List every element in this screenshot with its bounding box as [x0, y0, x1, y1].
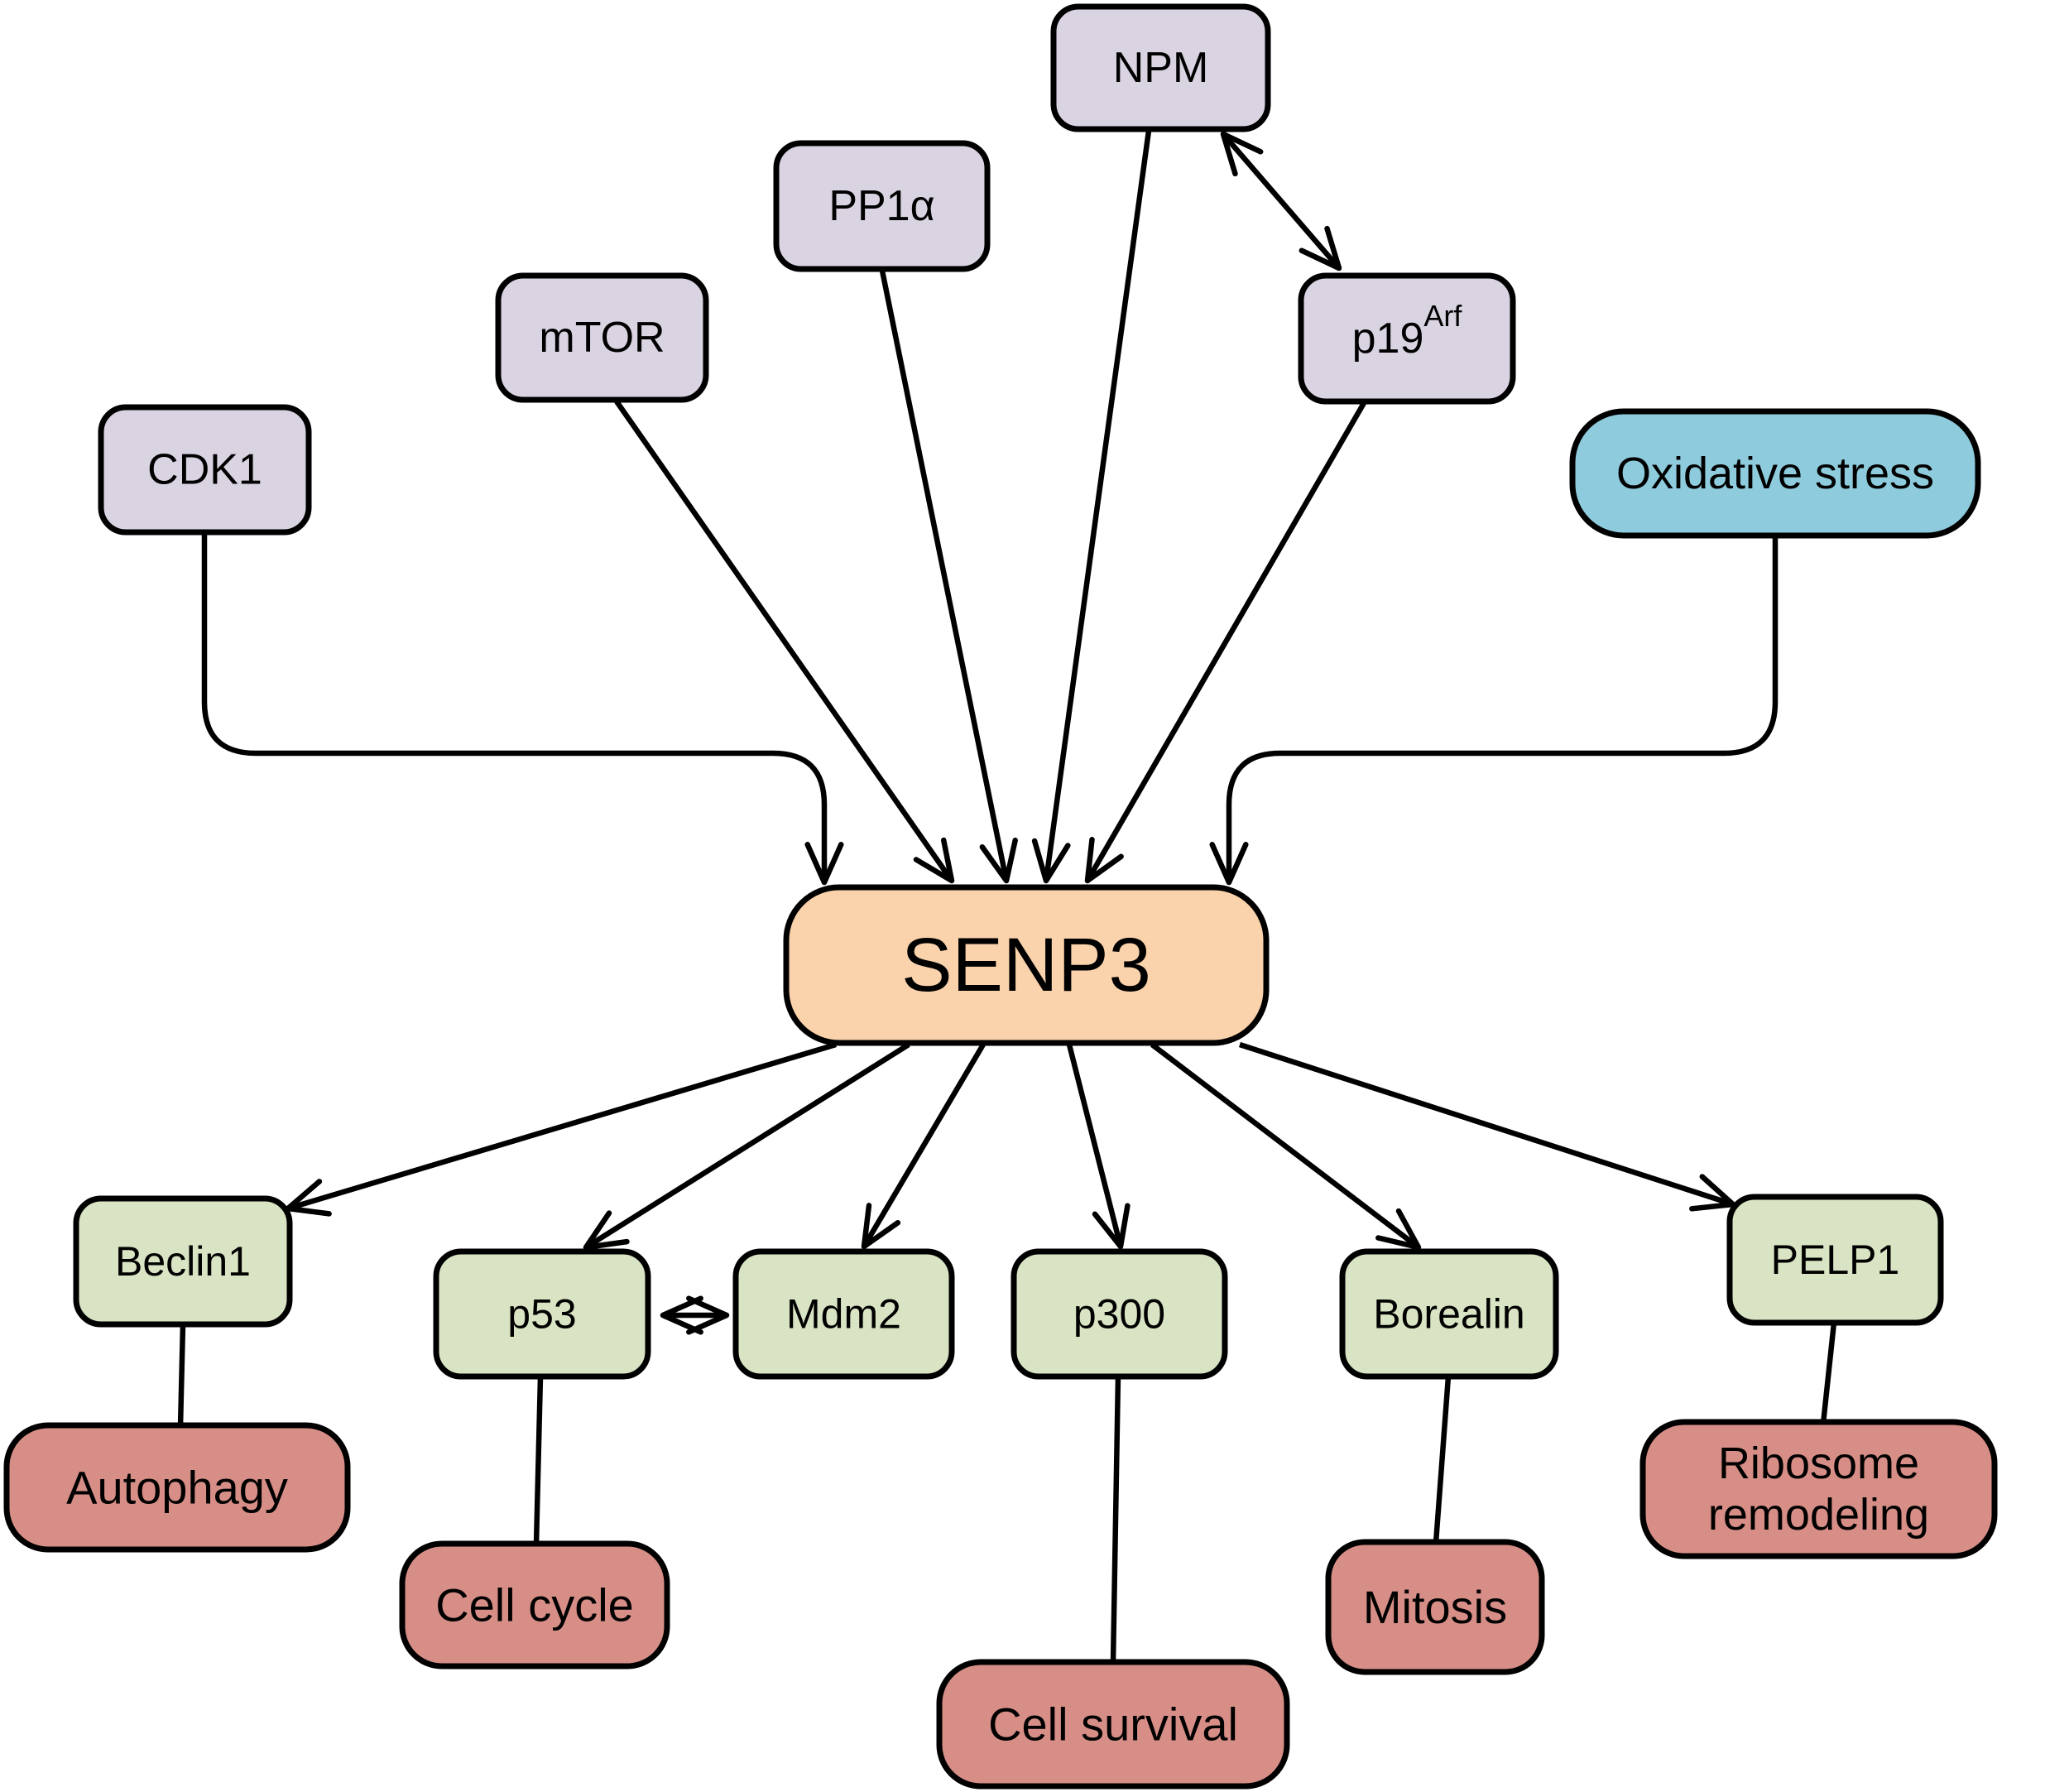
pp1a-box: [773, 140, 991, 272]
p300-label: p300: [1073, 1291, 1165, 1338]
edge-npm-senp3: [1043, 130, 1152, 882]
p19arf-label: p19Arf: [1352, 299, 1463, 363]
cellsurvival-label: Cell survival: [988, 1698, 1238, 1751]
node-p19arf: p19Arf: [1298, 272, 1516, 405]
node-senp3: SENP3: [783, 884, 1270, 1046]
edge-senp3-mdm2: [862, 1043, 986, 1248]
node-borealin: Borealin: [1339, 1248, 1559, 1380]
mdm2-box: [732, 1248, 955, 1380]
node-pelp1: PELP1: [1726, 1194, 1944, 1326]
cellsurvival-box: [936, 1659, 1290, 1790]
node-mitosis: Mitosis: [1325, 1539, 1545, 1675]
arrowhead-icon-senp3-borealin-0: [1375, 1208, 1422, 1251]
arrowhead-icon-oxstress-senp3-0: [1209, 842, 1249, 886]
autophagy-label: Autophagy: [66, 1462, 288, 1514]
edge-beclin1-autophagy: [177, 1324, 186, 1428]
senp3-label: SENP3: [901, 923, 1151, 1007]
borealin-box: [1339, 1248, 1559, 1380]
arrowhead-icon-npm-p19arf-0: [1299, 225, 1342, 271]
node-pp1a: PP1α: [773, 140, 991, 272]
node-cellsurvival: Cell survival: [936, 1659, 1290, 1790]
mtor-box: [495, 272, 709, 403]
arrowhead-icon-p53-mdm2-0: [686, 1295, 730, 1335]
arrowhead-icon-mtor-senp3-0: [913, 837, 955, 884]
arrowhead-icon-p19arf-senp3-0: [1084, 837, 1124, 884]
node-p53: p53: [433, 1248, 651, 1380]
edge-p19arf-senp3: [1085, 401, 1366, 882]
cdk1-box: [98, 404, 312, 536]
pelp1-label: PELP1: [1771, 1237, 1900, 1283]
node-cdk1: CDK1: [98, 404, 312, 536]
edges-layer: [177, 130, 1837, 1665]
edge-senp3-p300: [1066, 1044, 1124, 1247]
p300-box: [1010, 1248, 1228, 1380]
edge-p300-cellsurvival: [1110, 1376, 1121, 1665]
cellcycle-box: [399, 1540, 670, 1669]
autophagy-box: [3, 1422, 351, 1553]
edge-p53-cellcycle: [533, 1376, 544, 1545]
npm-label: NPM: [1113, 44, 1209, 92]
cellcycle-label: Cell cycle: [435, 1579, 634, 1631]
edge-mtor-senp3: [614, 400, 954, 882]
npm-box: [1050, 3, 1271, 132]
pelp1-box: [1726, 1194, 1944, 1326]
edge-pelp1-ribosome: [1820, 1322, 1837, 1424]
node-cellcycle: Cell cycle: [399, 1540, 670, 1669]
edge-borealin-mitosis: [1433, 1376, 1452, 1544]
node-mtor: mTOR: [495, 272, 709, 403]
oxstress-box: [1569, 408, 1981, 539]
arrowhead-icon-pp1a-senp3-0: [979, 837, 1018, 884]
arrowhead-icon-p53-mdm2-1: [660, 1295, 703, 1335]
arrowhead-icon-npm-senp3-0: [1031, 838, 1071, 884]
borealin-label: Borealin: [1373, 1291, 1524, 1338]
arrowhead-icon-senp3-p53-0: [583, 1210, 630, 1251]
beclin1-label: Beclin1: [115, 1238, 251, 1285]
mdm2-label: Mdm2: [786, 1291, 901, 1338]
mitosis-label: Mitosis: [1363, 1581, 1507, 1633]
arrowhead-icon-senp3-mdm2-0: [861, 1203, 901, 1250]
arrowhead-icon-npm-p19arf-1: [1220, 131, 1264, 177]
mitosis-box: [1325, 1539, 1545, 1675]
node-autophagy: Autophagy: [3, 1422, 351, 1553]
senp3-box: [783, 884, 1270, 1046]
node-beclin1: Beclin1: [73, 1195, 293, 1328]
edge-oxstress-senp3: [1226, 536, 1779, 882]
pp1a-label: PP1α: [828, 182, 934, 230]
edge-senp3-pelp1: [1238, 1041, 1735, 1208]
node-p300: p300: [1010, 1248, 1228, 1380]
cdk1-label: CDK1: [147, 446, 262, 494]
node-npm: NPM: [1050, 3, 1271, 132]
mtor-label: mTOR: [539, 314, 665, 362]
edge-npm-p19arf: [1221, 132, 1342, 271]
node-mdm2: Mdm2: [732, 1248, 955, 1380]
edge-senp3-borealin: [1150, 1042, 1420, 1250]
edge-pp1a-senp3: [879, 270, 1010, 882]
arrowhead-icon-cdk1-senp3-0: [804, 842, 844, 886]
p19arf-box: [1298, 272, 1516, 405]
beclin1-box: [73, 1195, 293, 1328]
arrowhead-icon-senp3-p300-0: [1092, 1203, 1131, 1250]
edge-cdk1-senp3: [201, 532, 828, 882]
edge-senp3-p53: [584, 1042, 910, 1250]
p53-box: [433, 1248, 651, 1380]
node-oxstress: Oxidative stress: [1569, 408, 1981, 539]
edge-senp3-beclin1: [287, 1041, 837, 1212]
ribosome-box: [1639, 1419, 1998, 1559]
oxstress-label: Oxidative stress: [1616, 449, 1934, 498]
p53-label: p53: [507, 1291, 576, 1338]
